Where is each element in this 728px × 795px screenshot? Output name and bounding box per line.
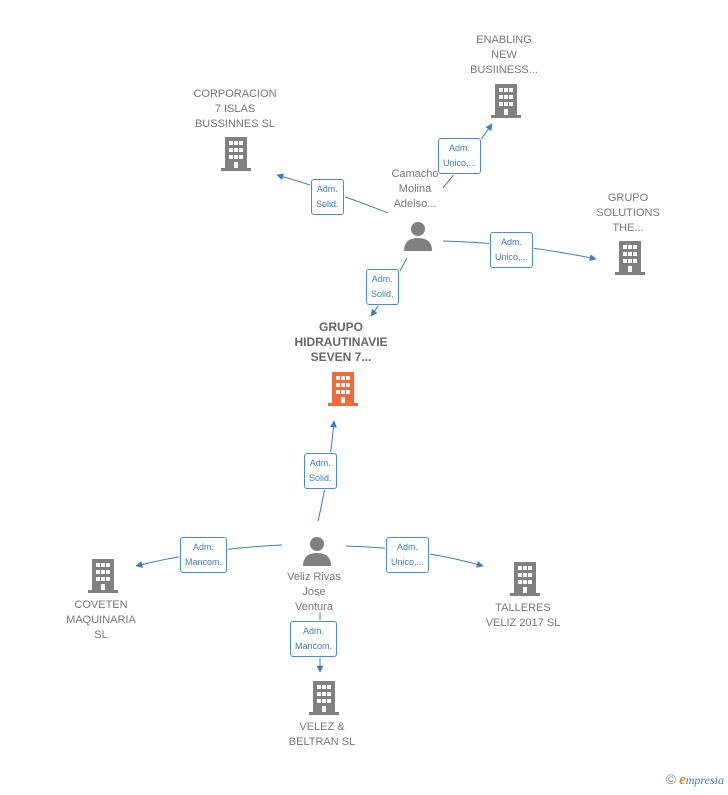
node-label-line: Adelso... bbox=[393, 198, 437, 210]
building-icon[interactable] bbox=[88, 559, 118, 593]
edge-label-camacho-corporacion[interactable]: Adm. Solid. bbox=[311, 179, 344, 215]
edge-label-line: Unico,... bbox=[391, 557, 425, 567]
node-label-camacho[interactable]: Camacho Molina Adelso... bbox=[391, 167, 438, 212]
node-label-line: Camacho bbox=[391, 168, 439, 180]
edge-label-veliz-velez[interactable]: Adm. Mancom. bbox=[290, 621, 338, 657]
node-label-corporacion[interactable]: CORPORACION 7 ISLAS BUSSINNES SL bbox=[193, 87, 276, 132]
edge-label-camacho-enabling[interactable]: Adm. Unico,... bbox=[438, 138, 482, 174]
node-label-line: ENABLING bbox=[476, 34, 532, 46]
node-label-line: NEW bbox=[491, 49, 517, 61]
node-label-line: VELEZ & bbox=[299, 721, 345, 733]
node-label-line: BUSIINESS... bbox=[470, 64, 538, 76]
brand-footer[interactable]: ©empresia bbox=[666, 771, 724, 789]
edge-label-veliz-hidraut[interactable]: Adm. Solid. bbox=[304, 453, 337, 489]
node-label-line: TALLERES bbox=[495, 602, 551, 614]
building-icon[interactable] bbox=[328, 372, 358, 406]
edge-label-line: Adm. bbox=[309, 458, 331, 468]
brand-logo-letter: e bbox=[679, 772, 686, 788]
node-label-line: VELIZ 2017 SL bbox=[485, 617, 561, 629]
person-icon[interactable] bbox=[403, 221, 433, 251]
node-label-velez[interactable]: VELEZ & BELTRAN SL bbox=[289, 720, 355, 750]
edge-label-camacho-hidraut[interactable]: Adm. Solid. bbox=[366, 269, 399, 305]
edge-label-line: Solid. bbox=[309, 473, 332, 483]
node-label-line: COVETEN bbox=[74, 599, 128, 611]
node-label-line: GRUPO bbox=[607, 192, 649, 204]
edge-label-line: Adm. bbox=[449, 143, 471, 153]
edge-label-line: Adm. bbox=[303, 626, 325, 636]
building-icon[interactable] bbox=[309, 681, 339, 715]
edge-label-line: Solid. bbox=[371, 289, 394, 299]
person-icon[interactable] bbox=[302, 536, 332, 566]
edge-label-line: Mancom. bbox=[295, 641, 333, 651]
edge-label-line: Adm. bbox=[316, 184, 338, 194]
node-label-line: Jose bbox=[302, 586, 326, 598]
edge-label-veliz-talleres[interactable]: Adm. Unico,... bbox=[386, 537, 430, 573]
node-label-line: Veliz Rivas bbox=[287, 571, 341, 583]
edge-label-line: Adm. bbox=[501, 237, 523, 247]
node-label-talleres[interactable]: TALLERES VELIZ 2017 SL bbox=[486, 601, 561, 631]
edge-label-line: Adm. bbox=[193, 542, 215, 552]
node-label-grupo-solutions[interactable]: GRUPO SOLUTIONS THE... bbox=[596, 191, 660, 236]
edge-label-line: Mancom. bbox=[185, 557, 223, 567]
edge-label-line: Adm. bbox=[371, 274, 393, 284]
node-label-line: GRUPO bbox=[318, 320, 363, 334]
edge-label-line: Solid. bbox=[316, 199, 339, 209]
node-label-line: MAQUINARIA bbox=[66, 614, 136, 626]
node-label-line: Molina bbox=[398, 183, 432, 195]
brand-name: mpresia bbox=[685, 773, 724, 787]
building-icon[interactable] bbox=[510, 562, 540, 596]
node-label-line: THE... bbox=[612, 222, 644, 234]
node-label-line: SOLUTIONS bbox=[596, 207, 660, 219]
node-label-line: 7 ISLAS bbox=[214, 103, 256, 115]
building-icon[interactable] bbox=[615, 241, 645, 275]
node-label-coveten[interactable]: COVETEN MAQUINARIA SL bbox=[66, 598, 136, 643]
edge-label-veliz-coveten[interactable]: Adm. Mancom. bbox=[180, 537, 228, 573]
copyright-symbol: © bbox=[665, 771, 677, 787]
edge-label-line: Adm. bbox=[397, 542, 419, 552]
edge-label-line: Unico,... bbox=[495, 252, 529, 262]
node-label-enabling[interactable]: ENABLING NEW BUSIINESS... bbox=[470, 33, 538, 78]
node-label-line: SEVEN 7... bbox=[310, 350, 372, 364]
node-label-line: BUSSINNES SL bbox=[194, 118, 276, 130]
node-label-line: HIDRAUTINAVIE bbox=[294, 335, 388, 349]
node-label-grupo-hidraut[interactable]: GRUPO HIDRAUTINAVIE SEVEN 7... bbox=[294, 320, 387, 365]
node-label-veliz[interactable]: Veliz Rivas Jose Ventura bbox=[287, 570, 341, 615]
building-icon[interactable] bbox=[491, 84, 521, 118]
node-label-line: CORPORACION bbox=[193, 88, 277, 100]
node-label-line: Ventura bbox=[295, 601, 333, 613]
node-label-line: BELTRAN SL bbox=[288, 736, 356, 748]
edge-label-camacho-solutions[interactable]: Adm. Unico,... bbox=[490, 232, 534, 268]
edge-label-line: Unico,... bbox=[443, 158, 477, 168]
node-label-line: SL bbox=[94, 629, 108, 641]
building-icon[interactable] bbox=[221, 137, 251, 171]
